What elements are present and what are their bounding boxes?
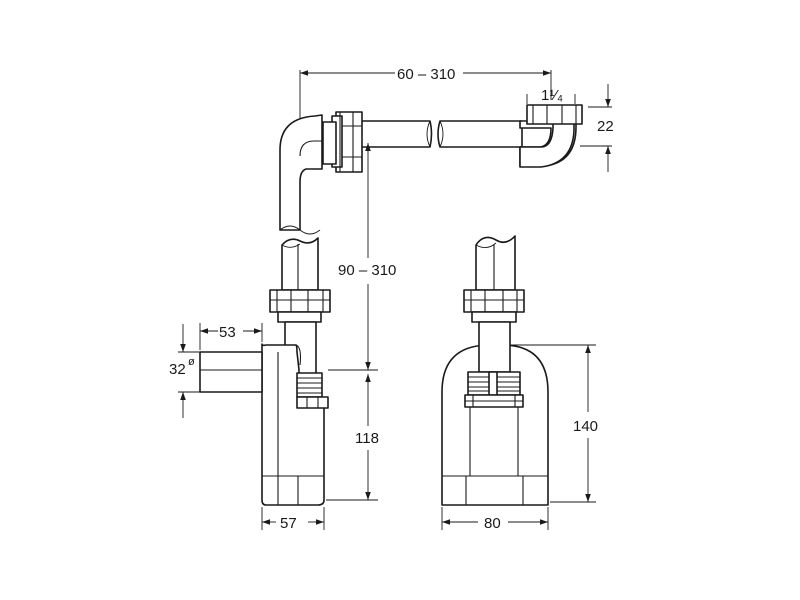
label-height-140: 140 [573, 418, 598, 435]
dim-horizontal-range: 60 – 310 [299, 66, 552, 118]
label-horizontal-range: 60 – 310 [397, 66, 455, 83]
trap-body [199, 343, 329, 506]
label-width-57: 57 [280, 515, 297, 532]
label-inlet-length: 53 [219, 324, 236, 341]
horizontal-pipe [354, 120, 523, 148]
label-pipe-size: 1¹⁄₄ [541, 87, 563, 104]
dim-pipe-size: 1¹⁄₄ [526, 87, 576, 104]
label-diameter-symbol: ø [188, 356, 195, 368]
vertical-pipe [269, 237, 331, 378]
dim-vertical-range: 90 – 310 [328, 143, 396, 371]
dim-offset-22: 22 [580, 84, 614, 172]
dim-width-57: 57 [261, 507, 325, 532]
dim-height-140: 140 [510, 344, 598, 503]
label-vertical-range: 90 – 310 [338, 262, 396, 279]
dim-width-80: 80 [441, 507, 549, 532]
right-bend-connector [519, 104, 583, 168]
dim-inlet-length: 53 [199, 323, 263, 350]
label-width-80: 80 [484, 515, 501, 532]
label-height-118: 118 [355, 430, 379, 447]
label-inlet-diameter: 32 [169, 361, 186, 378]
top-elbow [279, 111, 363, 235]
front-view: 140 80 [441, 235, 598, 532]
label-offset-22: 22 [597, 118, 614, 135]
side-view: 60 – 310 1¹⁄₄ 22 90 – 310 118 [169, 66, 614, 532]
dim-height-118: 118 [326, 374, 379, 501]
dim-inlet-diameter: 32 ø [169, 324, 200, 418]
